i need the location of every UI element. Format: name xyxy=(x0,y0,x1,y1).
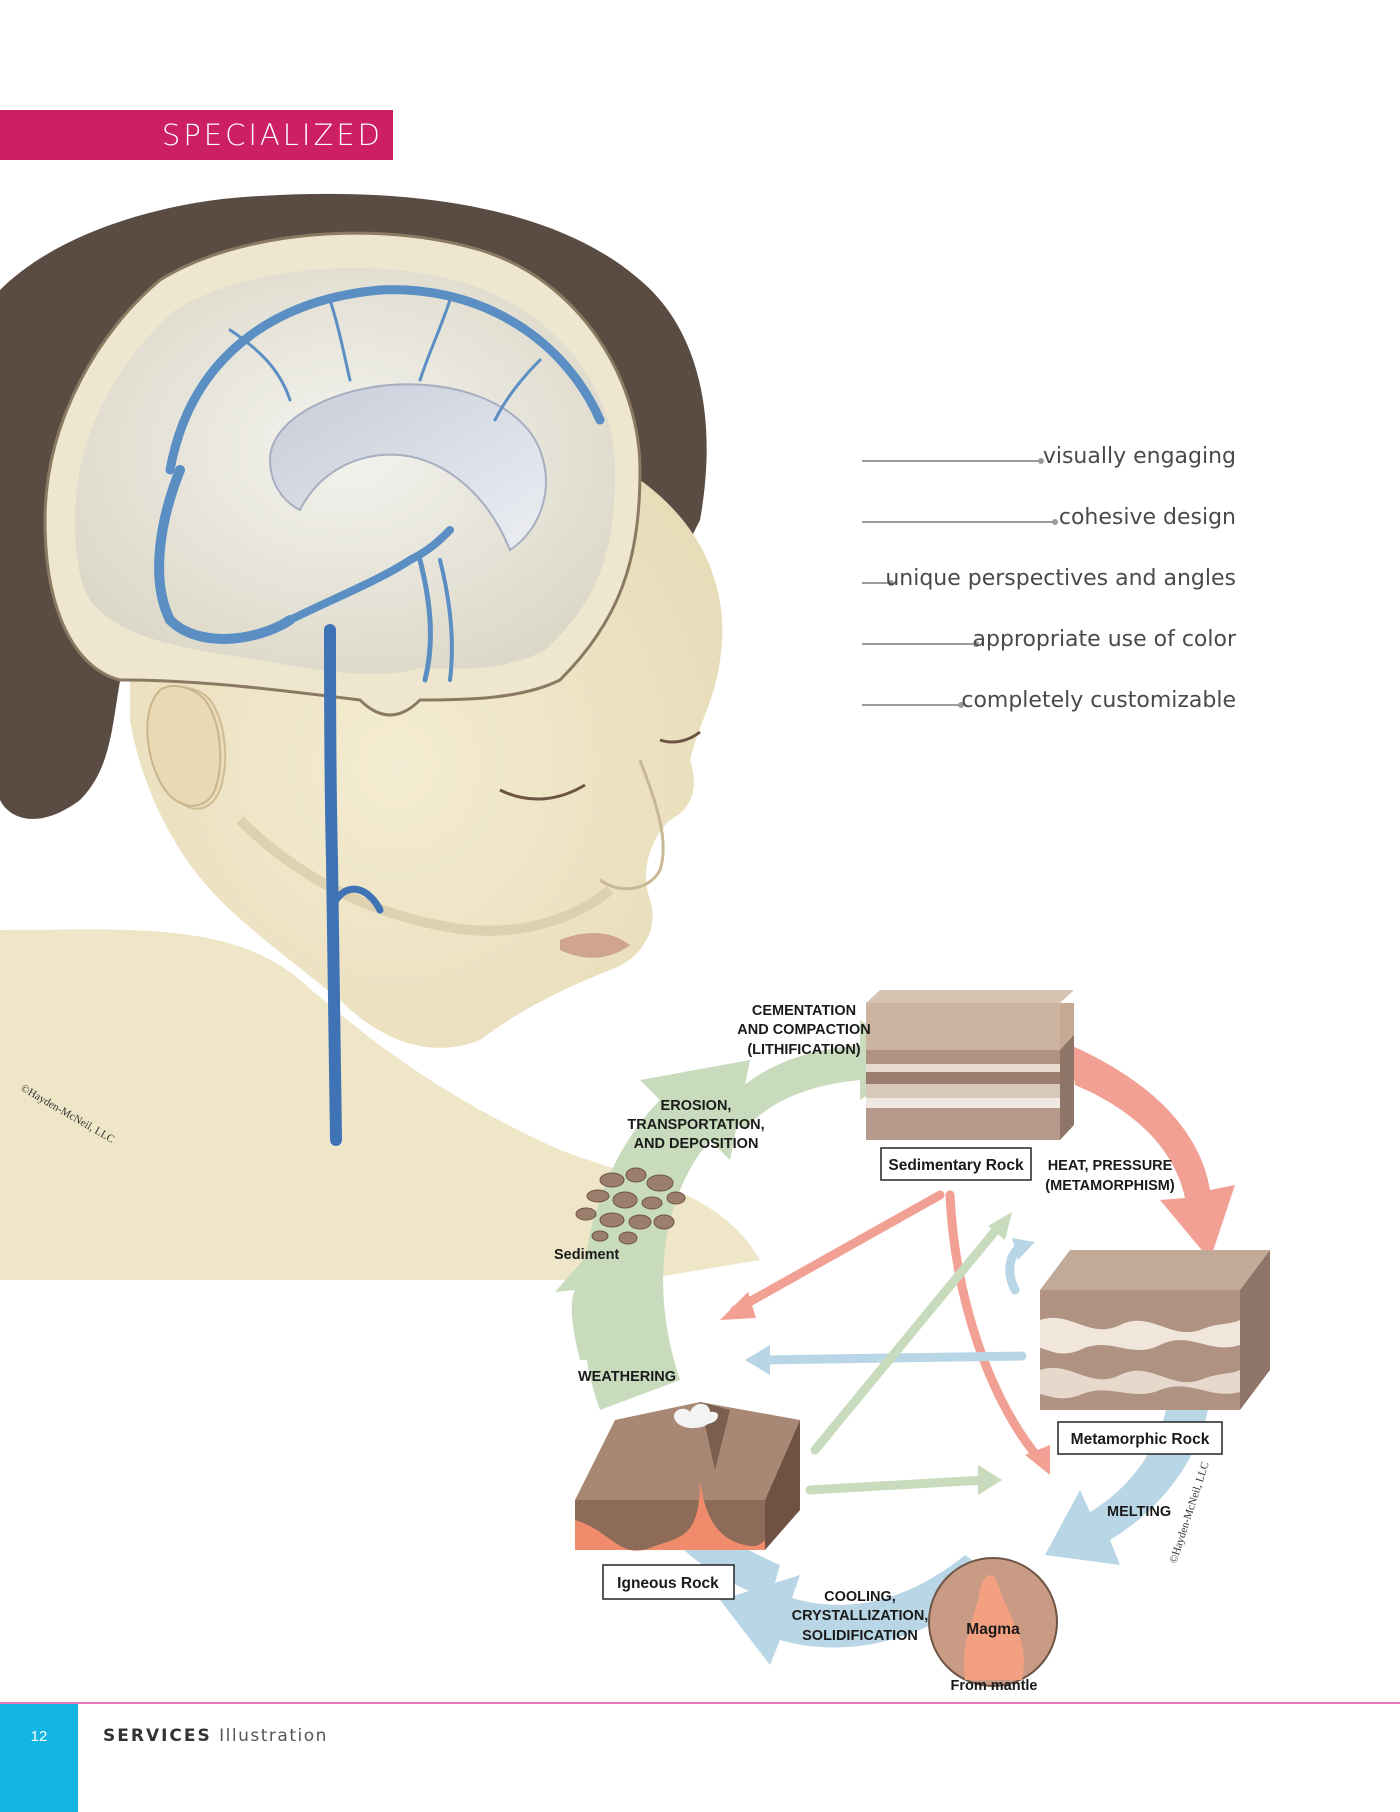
blue-cycle-arrow-bottom xyxy=(720,1555,1000,1665)
sedimentary-rock-block xyxy=(866,990,1074,1140)
metamorphic-rock-block xyxy=(1040,1250,1270,1410)
erosion-label-2: TRANSPORTATION, xyxy=(627,1117,764,1133)
feature-list: visually engaging cohesive design unique… xyxy=(862,440,1236,745)
sedimentary-label-box xyxy=(880,1147,1032,1181)
heat-label-1: HEAT, PRESSURE xyxy=(1048,1158,1173,1174)
lateral-ventricle xyxy=(268,383,547,552)
feature-item: completely customizable xyxy=(862,684,1236,745)
sediment-pebbles xyxy=(575,1167,686,1245)
sedimentary-label: Sedimentary Rock xyxy=(888,1157,1024,1174)
erosion-label-1: EROSION, xyxy=(661,1098,732,1114)
inner-arrows xyxy=(720,1190,1050,1495)
eye-right xyxy=(659,730,701,744)
footer-section-title: SERVICES Illustration xyxy=(103,1726,328,1746)
melting-label: MELTING xyxy=(1107,1504,1171,1520)
cooling-label-3: SOLIDIFICATION xyxy=(802,1628,918,1644)
feature-text: visually engaging xyxy=(1042,444,1236,469)
erosion-label-3: AND DEPOSITION xyxy=(634,1136,759,1152)
eye-left xyxy=(499,783,586,801)
rock-cycle-diagram: Sedimentary Rock Metamorphic Rock Igneou… xyxy=(554,990,1270,1694)
cementation-label-2: AND COMPACTION xyxy=(737,1022,870,1038)
green-weathering-arrow xyxy=(555,1235,640,1360)
magma-circle xyxy=(928,1557,1058,1687)
venous-system xyxy=(154,285,605,1146)
magma-label: Magma xyxy=(966,1621,1020,1638)
feature-item: cohesive design xyxy=(862,501,1236,562)
feature-leader-line xyxy=(862,641,979,647)
footer-rule xyxy=(0,1702,1400,1704)
igneous-label-box xyxy=(602,1564,735,1600)
footer-page-tab xyxy=(0,1704,78,1812)
feature-text: completely customizable xyxy=(961,688,1236,713)
cementation-label-1: CEMENTATION xyxy=(752,1003,856,1019)
lips xyxy=(560,933,630,958)
feature-leader-line xyxy=(862,519,1058,525)
neck-shoulder xyxy=(0,929,760,1280)
metamorphic-label-box xyxy=(1057,1421,1223,1455)
page-number: 12 xyxy=(30,1728,48,1745)
jaw-bone xyxy=(236,816,614,936)
weathering-label: WEATHERING xyxy=(578,1369,676,1385)
volcano-steam xyxy=(673,1403,719,1429)
red-cycle-arrow xyxy=(1070,1045,1235,1260)
igneous-rock-block xyxy=(575,1402,800,1551)
sediment-label: Sediment xyxy=(554,1247,619,1263)
feature-leader-line xyxy=(862,702,964,708)
green-cycle-arrow xyxy=(582,1060,750,1410)
footer-subsection: Illustration xyxy=(219,1726,328,1746)
cooling-label-2: CRYSTALLIZATION, xyxy=(792,1608,929,1624)
feature-leader-line xyxy=(862,580,894,586)
nose xyxy=(599,759,665,891)
banner-label: SPECIALIZED xyxy=(161,118,383,152)
feature-item: appropriate use of color xyxy=(862,623,1236,684)
footer-section: SERVICES xyxy=(103,1726,212,1746)
cementation-label-3: (LITHIFICATION) xyxy=(747,1042,860,1058)
metamorphic-label: Metamorphic Rock xyxy=(1071,1431,1210,1448)
section-banner: SPECIALIZED xyxy=(0,110,393,160)
feature-text: unique perspectives and angles xyxy=(885,566,1236,591)
igneous-label: Igneous Rock xyxy=(617,1575,719,1592)
heat-label-2: (METAMORPHISM) xyxy=(1045,1178,1175,1194)
from-mantle-label: From mantle xyxy=(950,1678,1037,1694)
cooling-label-1: COOLING, xyxy=(824,1589,896,1605)
ear-front xyxy=(146,684,222,807)
feature-text: cohesive design xyxy=(1058,505,1236,530)
feature-item: visually engaging xyxy=(862,440,1236,501)
head-illustration: ©Hayden-McNeil, LLC xyxy=(0,193,760,1280)
feature-leader-line xyxy=(862,458,1044,464)
feature-item: unique perspectives and angles xyxy=(862,562,1236,623)
feature-text: appropriate use of color xyxy=(972,627,1237,652)
